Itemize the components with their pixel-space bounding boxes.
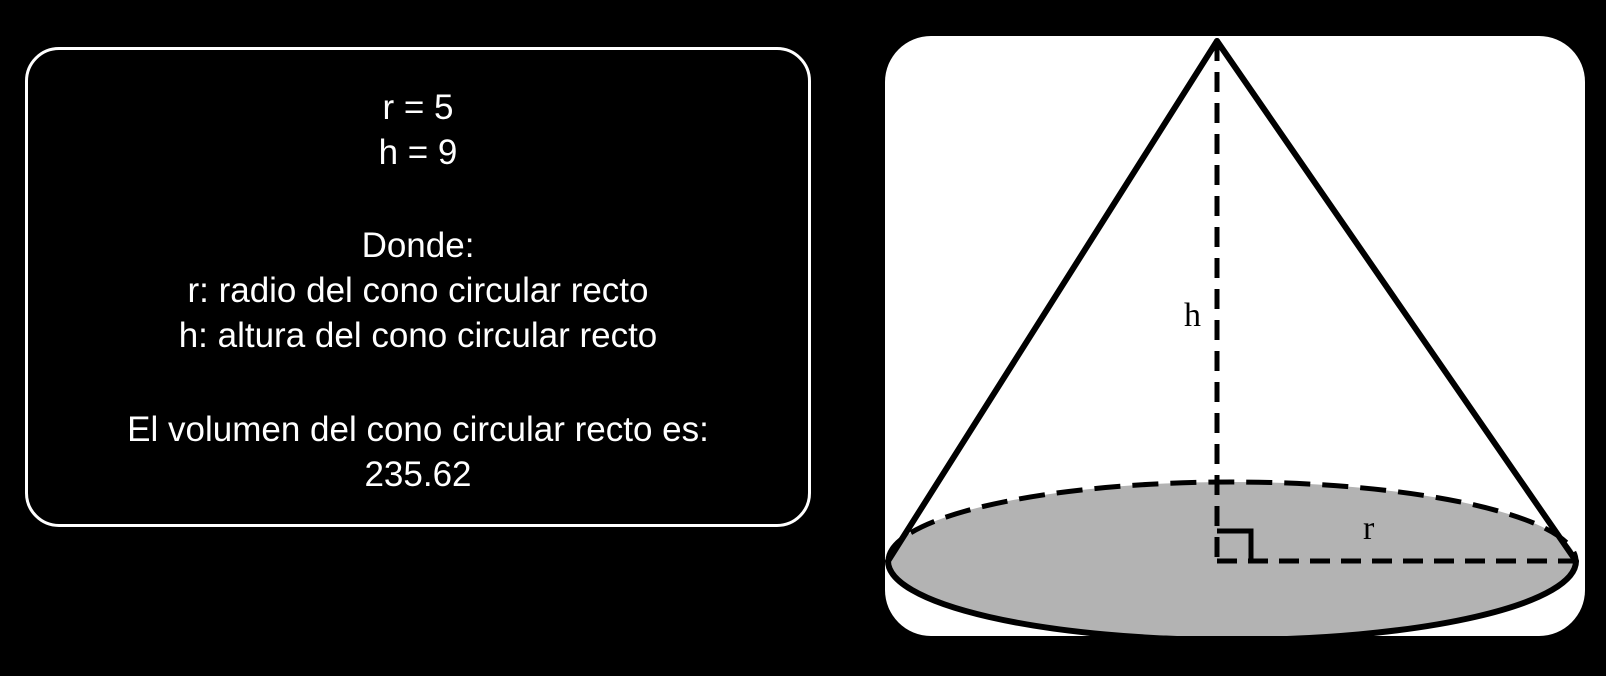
height-value: h = 9 [378, 133, 458, 172]
cone-right-side [1214, 38, 1579, 564]
cone-diagram: h r [885, 36, 1585, 636]
result-value: 235.62 [364, 455, 472, 494]
right-angle-marker [1217, 528, 1254, 561]
legend-title: Donde: [361, 226, 475, 265]
cone-svg: h r [885, 38, 1579, 636]
result: El volumen del cono circular recto es: 2… [28, 407, 808, 497]
height-label: h [1184, 297, 1201, 334]
legend: Donde: r: radio del cono circular recto … [28, 223, 808, 358]
radius-label: r [1363, 510, 1375, 547]
base-back-edge [885, 479, 1579, 562]
result-label: El volumen del cono circular recto es: [127, 410, 709, 449]
legend-radius: r: radio del cono circular recto [187, 271, 649, 310]
radius-value: r = 5 [382, 88, 454, 127]
base-front-edge [885, 560, 1579, 636]
legend-height: h: altura del cono circular recto [178, 316, 658, 355]
cone-left-side [885, 38, 1220, 564]
given-values: r = 5 h = 9 [28, 85, 808, 175]
info-panel: r = 5 h = 9 Donde: r: radio del cono cir… [25, 47, 811, 527]
